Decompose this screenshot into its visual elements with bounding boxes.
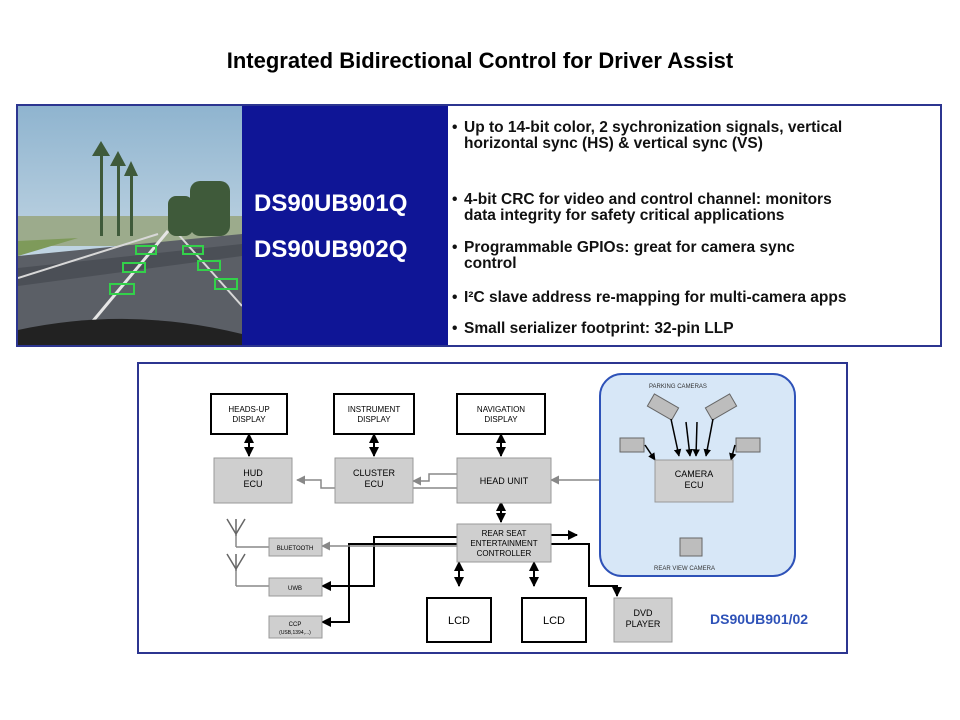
svg-text:ENTERTAINMENT: ENTERTAINMENT <box>470 539 537 548</box>
svg-text:HUD: HUD <box>243 468 263 478</box>
svg-text:CONTROLLER: CONTROLLER <box>477 549 532 558</box>
bullet-line: Up to 14-bit color, 2 sychronization sig… <box>464 119 843 136</box>
svg-text:DISPLAY: DISPLAY <box>484 415 518 424</box>
svg-text:CLUSTER: CLUSTER <box>353 468 396 478</box>
system-block-diagram: PARKING CAMERAS REAR VIEW CAMERA HEADS-U… <box>137 362 848 654</box>
svg-text:DISPLAY: DISPLAY <box>357 415 391 424</box>
svg-text:LCD: LCD <box>448 615 470 627</box>
lcd-box: LCD <box>426 597 492 643</box>
road-camera-photo <box>18 106 242 345</box>
feature-banner: DS90UB901Q DS90UB902Q • Up to 14-bit col… <box>16 104 942 347</box>
list-item: • I²C slave address re-mapping for multi… <box>450 290 940 306</box>
instrument-display-box: INSTRUMENT DISPLAY <box>333 393 415 435</box>
rear-seat-controller-box: REAR SEAT ENTERTAINMENT CONTROLLER <box>456 523 552 563</box>
part-number-panel: DS90UB901Q DS90UB902Q <box>242 106 448 345</box>
svg-text:LCD: LCD <box>543 615 565 627</box>
uwb-box: UWB <box>268 577 323 597</box>
chip-part-label: DS90UB901/02 <box>710 611 808 627</box>
bullet-line: control <box>464 255 517 272</box>
bluetooth-box: BLUETOOTH <box>268 537 323 557</box>
navigation-display-box: NAVIGATION DISPLAY <box>456 393 546 435</box>
lcd-box: LCD <box>521 597 587 643</box>
list-item: • 4-bit CRC for video and control channe… <box>450 192 940 224</box>
svg-text:PLAYER: PLAYER <box>626 619 661 629</box>
part-number-902: DS90UB902Q <box>254 236 408 263</box>
svg-text:INSTRUMENT: INSTRUMENT <box>348 405 401 414</box>
part-number-901: DS90UB901Q <box>254 190 408 217</box>
parking-cameras-label: PARKING CAMERAS <box>649 384 707 390</box>
svg-text:NAVIGATION: NAVIGATION <box>477 405 525 414</box>
bullet-line: Small serializer footprint: 32-pin LLP <box>464 320 734 337</box>
list-item: • Programmable GPIOs: great for camera s… <box>450 240 940 272</box>
svg-text:(USB,1394,...): (USB,1394,...) <box>279 630 311 636</box>
svg-text:HEADS-UP: HEADS-UP <box>228 405 269 414</box>
bullet-line: horizontal sync (HS) & vertical sync (VS… <box>464 135 763 152</box>
svg-text:HEAD UNIT: HEAD UNIT <box>480 476 529 486</box>
hud-ecu-box: HUD ECU <box>213 457 293 504</box>
svg-text:CCP: CCP <box>289 622 302 628</box>
rear-camera-label: REAR VIEW CAMERA <box>654 566 715 572</box>
svg-text:UWB: UWB <box>288 586 302 592</box>
svg-text:ECU: ECU <box>364 479 383 489</box>
svg-text:DVD: DVD <box>633 608 653 618</box>
list-item: • Small serializer footprint: 32-pin LLP <box>450 321 940 337</box>
list-item: • Up to 14-bit color, 2 sychronization s… <box>450 120 940 152</box>
svg-text:ECU: ECU <box>684 480 703 490</box>
bullet-icon: • <box>452 320 458 337</box>
dvd-player-box: DVD PLAYER <box>613 597 673 643</box>
bullet-icon: • <box>452 289 458 306</box>
bullet-icon: • <box>452 239 458 256</box>
heads-up-display-box: HEADS-UP DISPLAY <box>210 393 288 435</box>
bullet-line: 4-bit CRC for video and control channel:… <box>464 191 832 208</box>
cluster-ecu-box: CLUSTER ECU <box>334 457 414 504</box>
svg-text:CAMERA: CAMERA <box>675 469 714 479</box>
bullet-line: Programmable GPIOs: great for camera syn… <box>464 239 795 256</box>
bullet-line: data integrity for safety critical appli… <box>464 207 785 224</box>
svg-text:REAR SEAT: REAR SEAT <box>482 529 527 538</box>
svg-text:ECU: ECU <box>243 479 262 489</box>
antenna-icon <box>226 518 246 571</box>
bullet-icon: • <box>452 191 458 208</box>
camera-ecu-box: CAMERA ECU <box>654 459 734 503</box>
head-unit-box: HEAD UNIT <box>456 457 552 504</box>
bullet-icon: • <box>452 119 458 136</box>
svg-text:DISPLAY: DISPLAY <box>232 415 266 424</box>
bullet-line: I²C slave address re-mapping for multi-c… <box>464 289 847 306</box>
camera-icon <box>619 393 761 557</box>
ccp-box: CCP (USB,1394,...) <box>268 615 323 639</box>
page-title: Integrated Bidirectional Control for Dri… <box>226 48 734 73</box>
svg-text:BLUETOOTH: BLUETOOTH <box>277 546 314 552</box>
